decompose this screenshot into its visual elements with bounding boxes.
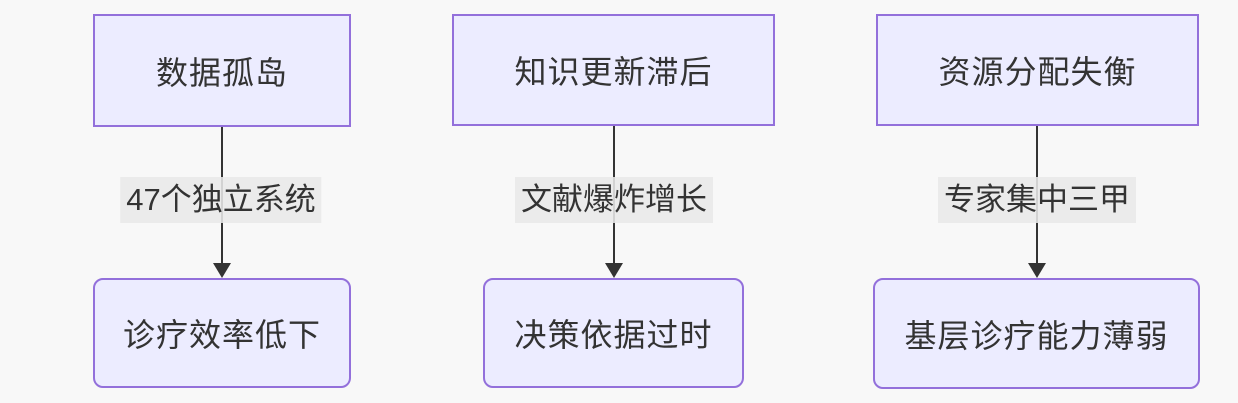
node-knowledge-lag: 知识更新滞后 (452, 14, 775, 126)
arrowhead-icon (605, 263, 623, 278)
edge-label: 专家集中三甲 (938, 177, 1136, 224)
edge-label: 47个独立系统 (120, 177, 322, 224)
node-label: 诊疗效率低下 (122, 317, 321, 353)
node-low-efficiency: 诊疗效率低下 (93, 278, 351, 388)
node-label: 数据孤岛 (155, 54, 288, 91)
node-data-silos: 数据孤岛 (93, 14, 351, 127)
arrowhead-icon (213, 263, 231, 278)
edge-label: 文献爆炸增长 (515, 177, 713, 224)
node-weak-grassroots-care: 基层诊疗能力薄弱 (873, 278, 1200, 389)
node-resource-imbalance: 资源分配失衡 (876, 14, 1199, 126)
node-label: 基层诊疗能力薄弱 (904, 317, 1169, 354)
node-label: 知识更新滞后 (514, 54, 713, 90)
node-label: 决策依据过时 (514, 317, 713, 353)
node-outdated-decisions: 决策依据过时 (483, 278, 744, 388)
arrowhead-icon (1028, 263, 1046, 278)
node-label: 资源分配失衡 (938, 54, 1137, 90)
